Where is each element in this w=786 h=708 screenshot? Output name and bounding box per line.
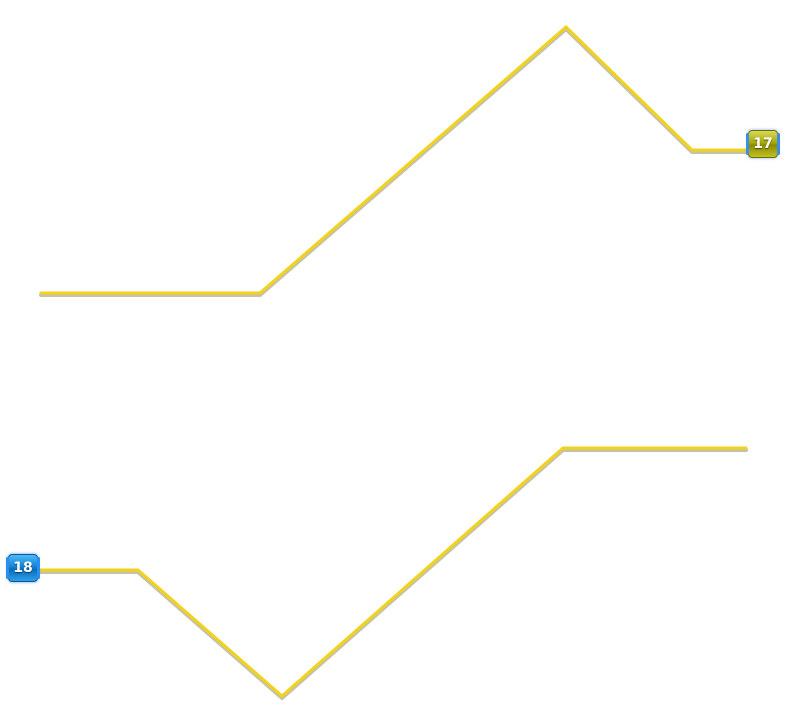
route-upper: [39, 25, 752, 297]
marker-18-label: 18: [13, 560, 33, 576]
marker-17[interactable]: 17: [746, 130, 780, 158]
route-lower: [36, 446, 748, 700]
marker-17-label: 17: [753, 136, 773, 152]
marker-18[interactable]: 18: [6, 554, 40, 582]
